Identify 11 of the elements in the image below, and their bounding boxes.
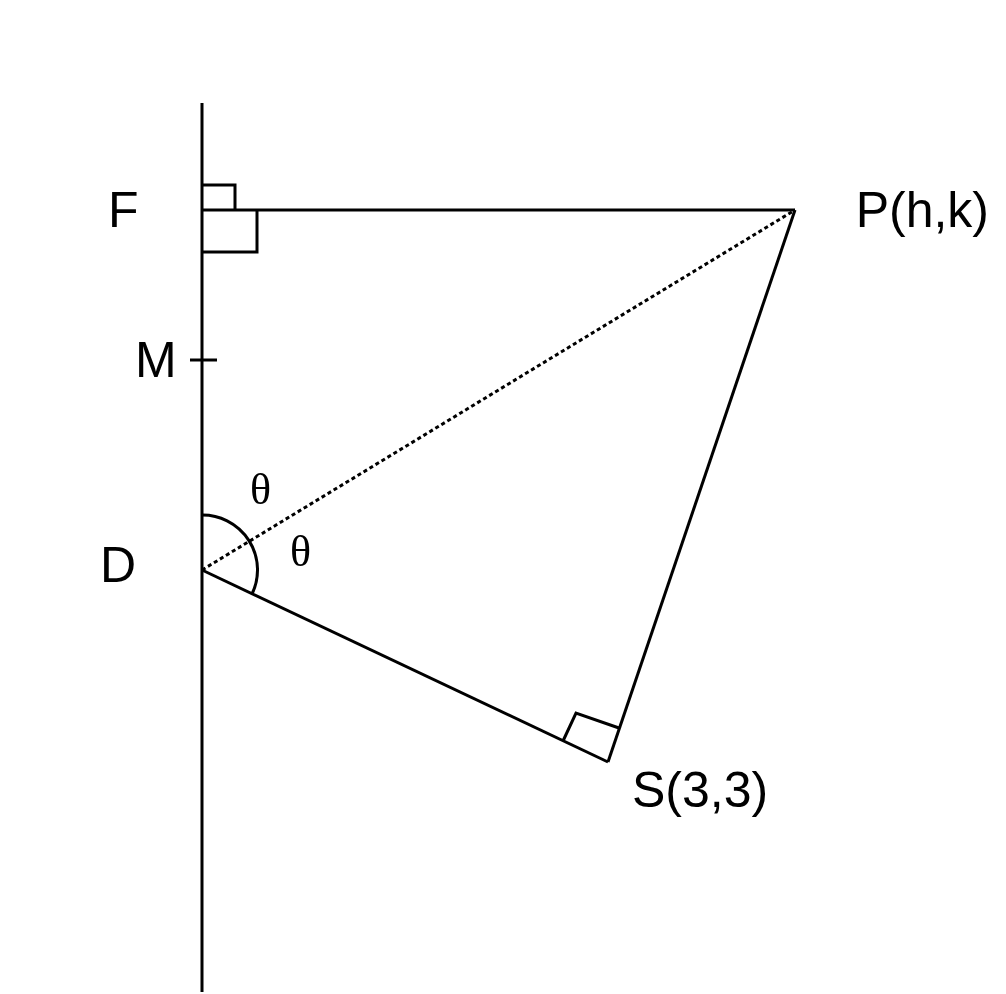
dotted-line xyxy=(201,208,796,572)
angle-label: θ xyxy=(290,530,312,574)
line-segment xyxy=(606,209,797,763)
point-label: M xyxy=(135,335,177,385)
angle-label: θ xyxy=(250,468,272,512)
point-label: D xyxy=(90,535,202,595)
line-segment xyxy=(202,208,795,212)
point-label: S(3,3) xyxy=(608,762,808,818)
point-label: P(h,k) xyxy=(795,180,995,240)
point-label: F xyxy=(100,180,202,240)
line-segment xyxy=(201,568,609,764)
